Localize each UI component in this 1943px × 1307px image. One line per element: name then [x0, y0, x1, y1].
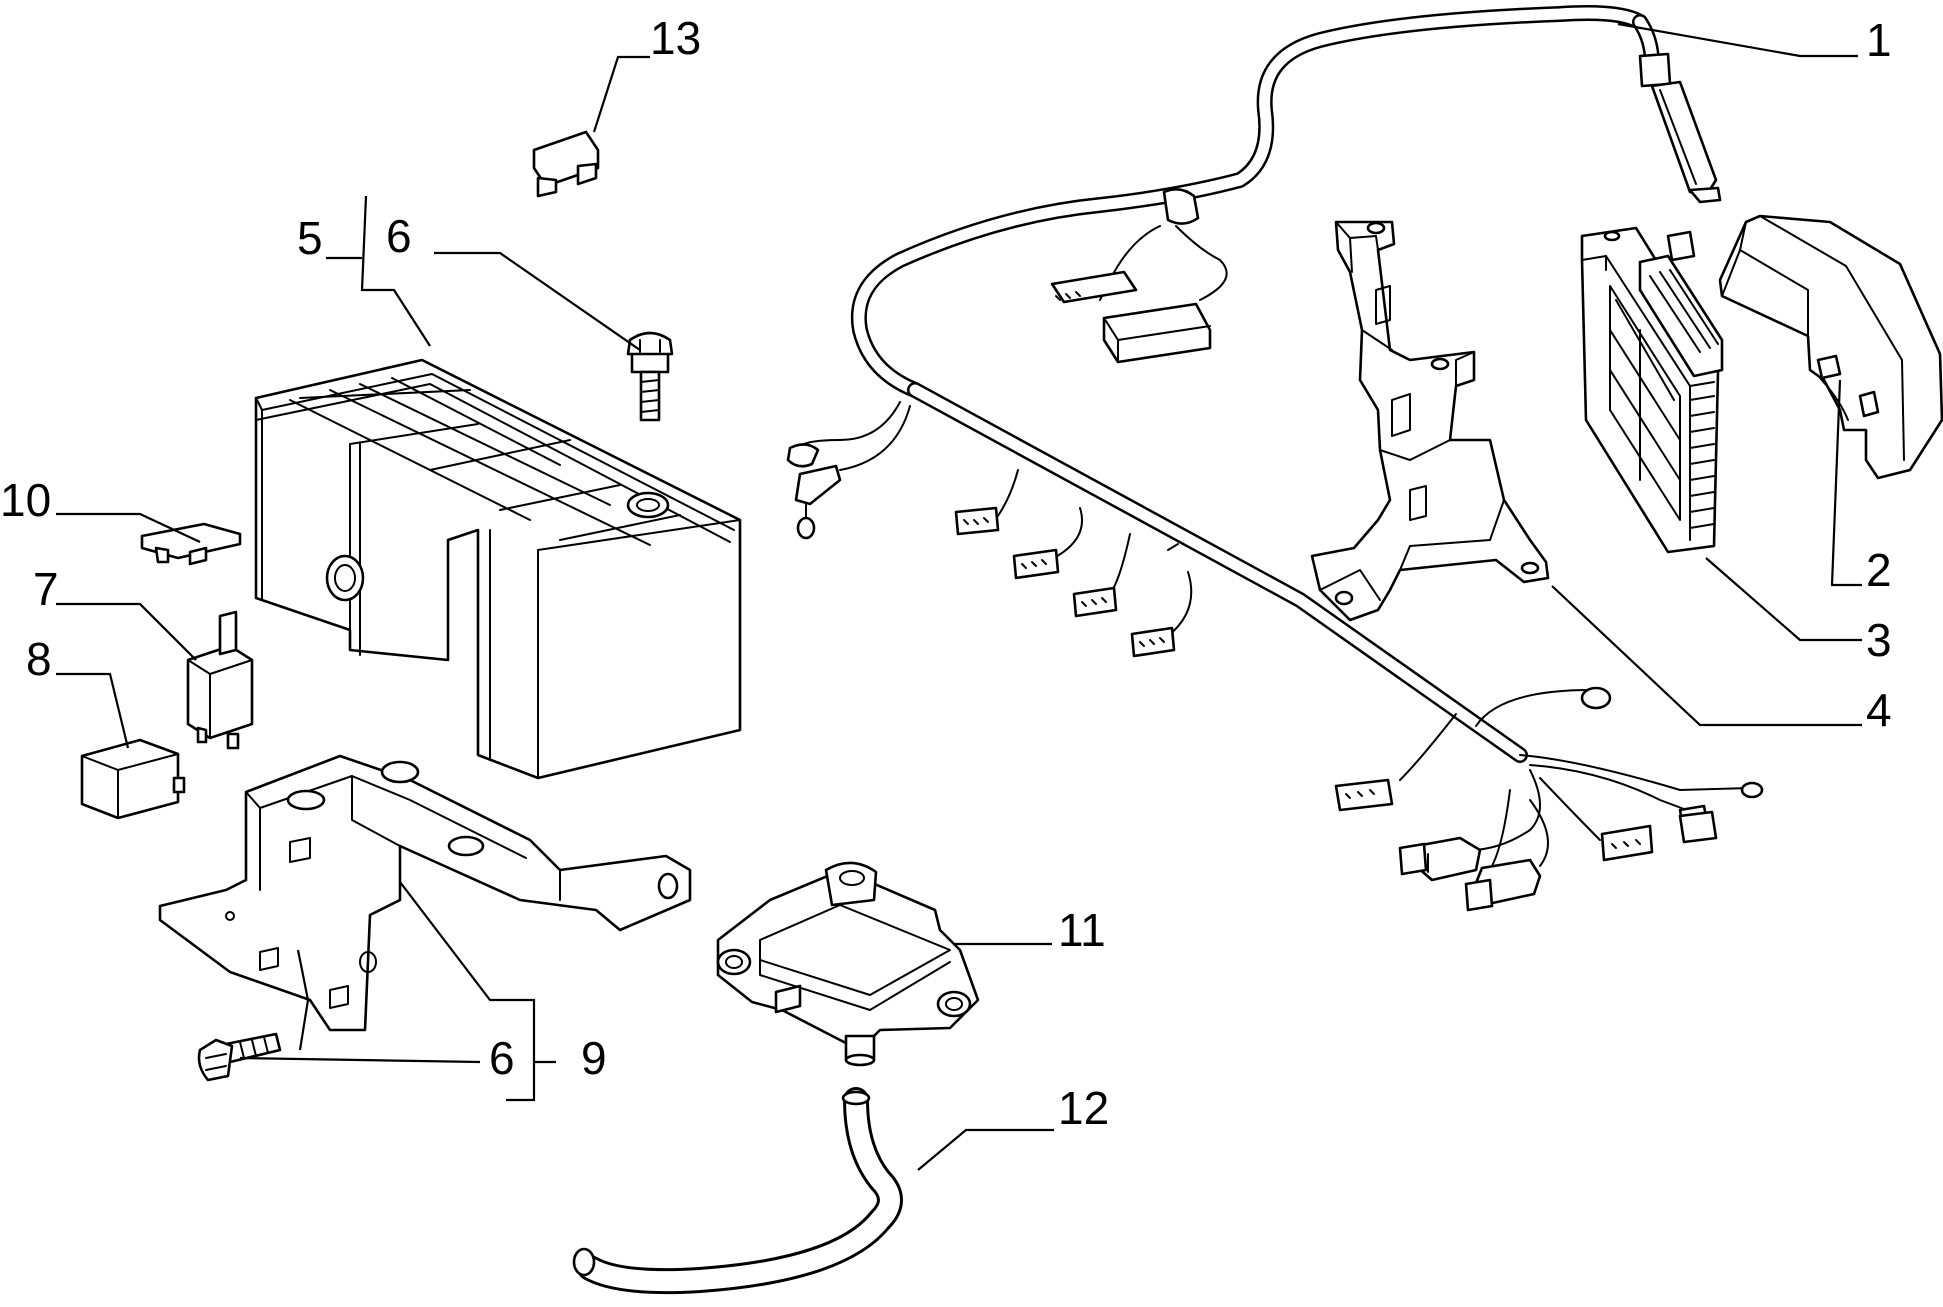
callout-11: 11: [1058, 904, 1106, 956]
sensor-part-11: [716, 861, 980, 1067]
callout-10: 10: [0, 474, 51, 526]
fuse-part-13: [532, 130, 600, 198]
battery-cover-part-5: [254, 358, 742, 780]
callout-6-bottom: 6: [489, 1032, 515, 1084]
leader-lines: [56, 22, 1862, 1171]
relay-part-8: [80, 738, 186, 820]
callout-5: 5: [297, 212, 323, 264]
hose-part-12: [572, 1087, 903, 1295]
relay-part-7: [186, 610, 254, 750]
callout-7: 7: [33, 563, 59, 615]
callout-2: 2: [1866, 544, 1892, 596]
ecu-part-3: [1580, 226, 1724, 554]
callout-3: 3: [1866, 614, 1892, 666]
wiring-harness-part-1: [786, 5, 1764, 912]
bolt-part-6-bottom: [197, 1032, 282, 1082]
callout-13: 13: [650, 12, 701, 64]
ecu-cover-part-2: [1718, 214, 1943, 480]
clip-part-10: [140, 522, 242, 566]
bolt-part-6-top: [626, 331, 674, 422]
callout-6-top: 6: [386, 210, 412, 262]
callout-1: 1: [1866, 14, 1892, 66]
ecu-bracket-part-4: [1310, 220, 1550, 622]
bracket-part-9: [158, 754, 692, 1032]
callout-8: 8: [26, 633, 52, 685]
callout-12: 12: [1058, 1082, 1109, 1134]
callout-9: 9: [581, 1032, 607, 1084]
callout-labels: 1 2 3 4 5 6 7 8 10 13 11 12 6 9: [0, 12, 1892, 1134]
callout-4: 4: [1866, 684, 1892, 736]
